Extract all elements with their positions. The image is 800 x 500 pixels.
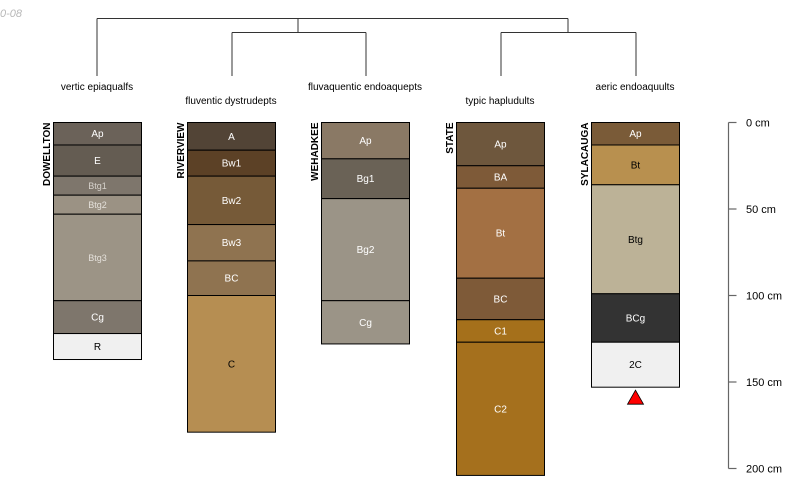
taxon-label: aeric endoaquults — [596, 82, 675, 93]
horizon-label: Bw1 — [222, 159, 242, 170]
horizon-label: Ap — [91, 129, 104, 140]
horizon-r — [53, 333, 142, 361]
depth-tick-label: 50 cm — [746, 204, 776, 216]
horizon-ap — [456, 122, 545, 167]
depth-scale: 0 cm 50 cm 100 cm 150 cm 200 cm — [727, 118, 782, 476]
profile-name: SYLACAUGA — [580, 123, 591, 186]
horizon-c2 — [456, 341, 545, 476]
horizon-label: C2 — [494, 404, 507, 415]
horizon-c — [187, 295, 276, 433]
horizon-a — [187, 122, 276, 151]
horizon-label: Bt — [631, 160, 641, 171]
profile-name: DOWELLTON — [42, 123, 53, 187]
horizon-bw3 — [187, 224, 276, 262]
horizon-label: Ap — [494, 140, 507, 151]
horizon-label: Cg — [359, 318, 372, 329]
horizon-bc — [456, 277, 545, 321]
profile-name: RIVERVIEW — [176, 122, 187, 178]
truncation-marker-icon — [626, 389, 645, 405]
horizon-label: Bw2 — [222, 196, 242, 207]
horizon-bw2 — [187, 175, 276, 226]
horizon-2c — [591, 341, 680, 388]
horizon-label: BA — [494, 172, 508, 183]
horizon-label: Btg — [628, 235, 643, 246]
depth-tick-label: 200 cm — [746, 464, 782, 476]
horizon-label: Bw3 — [222, 238, 242, 249]
profile-name: STATE — [445, 122, 456, 154]
dendrogram — [96, 18, 637, 76]
horizon-btg — [591, 184, 680, 295]
horizon-label: Ap — [629, 129, 642, 140]
depth-tick-label: 100 cm — [746, 291, 782, 303]
horizon-bcg — [591, 293, 680, 343]
horizon-label: Ap — [359, 136, 372, 147]
depth-tick-label: 150 cm — [746, 377, 782, 389]
horizon-label: BC — [494, 294, 508, 305]
horizon-bt — [456, 187, 545, 279]
horizon-label: Bg2 — [357, 245, 375, 256]
horizon-label: Bt — [496, 229, 506, 240]
horizon-label: Bg1 — [357, 174, 375, 185]
horizon-bc — [187, 260, 276, 296]
horizon-label: BC — [225, 274, 239, 285]
depth-tick-label: 0 cm — [746, 118, 770, 130]
horizon-label: Btg3 — [88, 253, 107, 263]
horizon-label: BCg — [626, 313, 645, 324]
date-label: 0-08 — [0, 8, 23, 20]
horizon-label: 2C — [629, 360, 642, 371]
horizon-cg — [321, 300, 410, 345]
horizon-label: E — [94, 156, 101, 167]
horizon-label: A — [228, 132, 235, 143]
taxon-label: fluvaquentic endoaquepts — [308, 82, 422, 93]
horizon-e — [53, 144, 142, 177]
horizon-label: R — [94, 342, 101, 353]
profile-name: WEHADKEE — [310, 122, 321, 181]
horizon-label: C — [228, 359, 235, 370]
horizon-btg3 — [53, 213, 142, 302]
horizon-label: Cg — [91, 313, 104, 324]
taxon-label: fluventic dystrudepts — [185, 96, 276, 107]
taxon-label: vertic epiaqualfs — [61, 82, 133, 93]
horizon-bw1 — [187, 149, 276, 177]
taxon-label: typic hapludults — [466, 96, 535, 107]
horizon-label: Btg2 — [88, 200, 107, 210]
horizon-label: C1 — [494, 326, 507, 337]
horizon-label: Btg1 — [88, 181, 107, 191]
